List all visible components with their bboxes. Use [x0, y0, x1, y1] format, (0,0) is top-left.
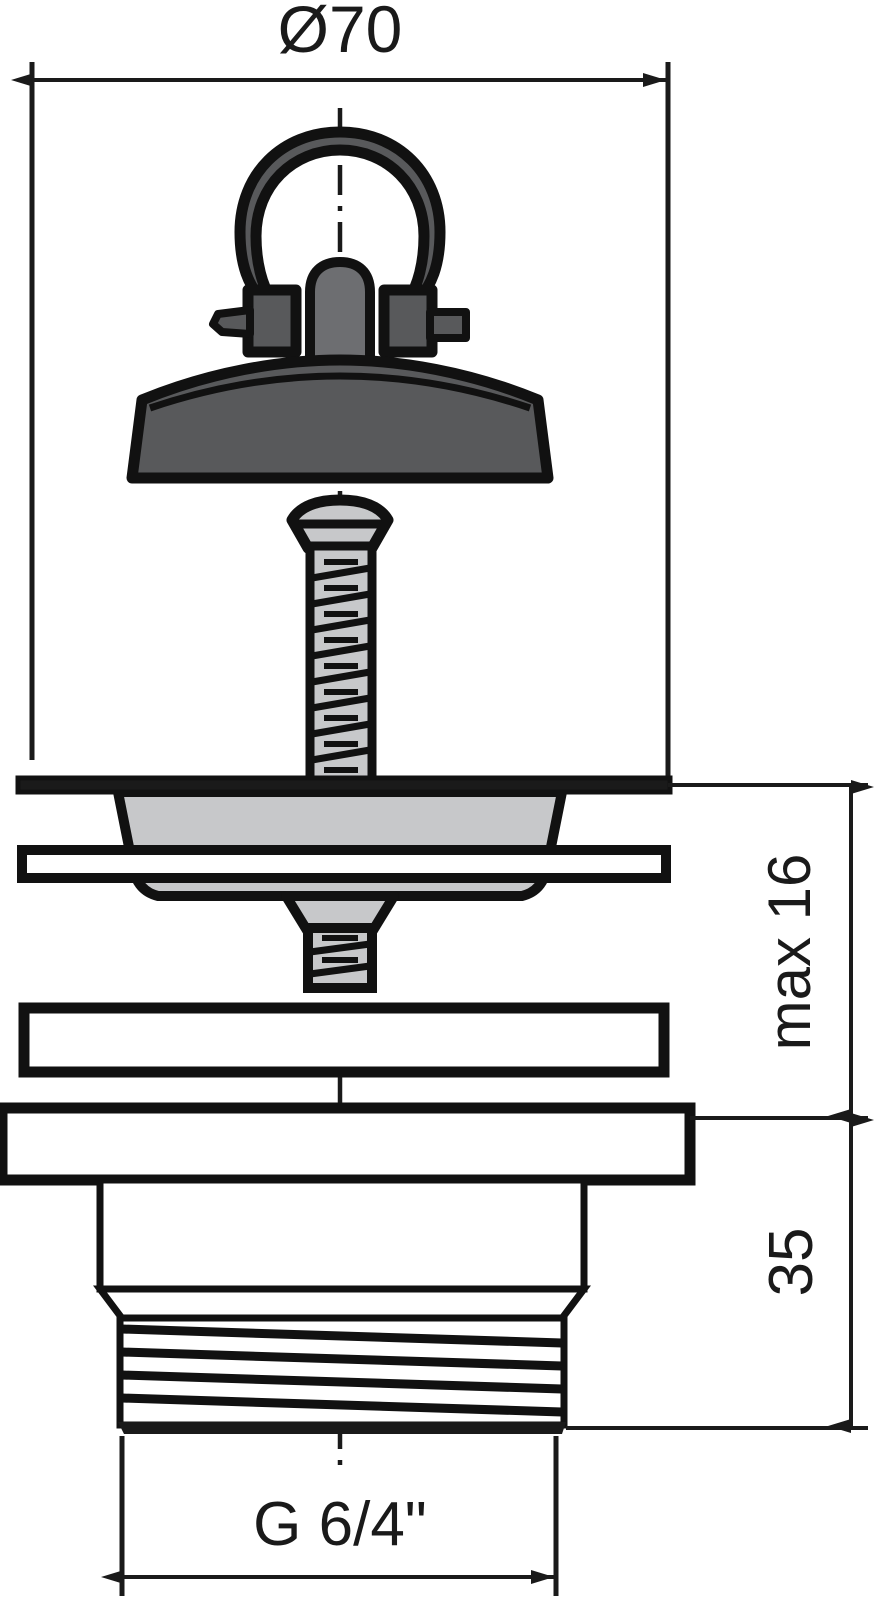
dimension-label-35: 35	[757, 1228, 826, 1297]
stopper-cap	[126, 354, 554, 484]
dimension-thread-size: G 6/4"	[101, 1436, 559, 1596]
strainer-flange	[15, 775, 673, 795]
dimension-top-diameter: Ø70	[11, 0, 671, 778]
fixing-screw	[286, 494, 394, 789]
dimension-35: 35	[566, 1113, 874, 1433]
dimension-label-max16: max 16	[756, 854, 823, 1051]
backnut-flange	[0, 1102, 696, 1186]
sink-wall	[17, 845, 671, 883]
dimension-label-top-diameter: Ø70	[278, 0, 403, 66]
dimension-max-16: max 16	[668, 780, 874, 1123]
dimension-label-thread-size: G 6/4"	[253, 1490, 427, 1559]
threaded-body	[93, 1176, 591, 1434]
gasket	[18, 1002, 670, 1078]
lifting-ring	[209, 126, 470, 377]
